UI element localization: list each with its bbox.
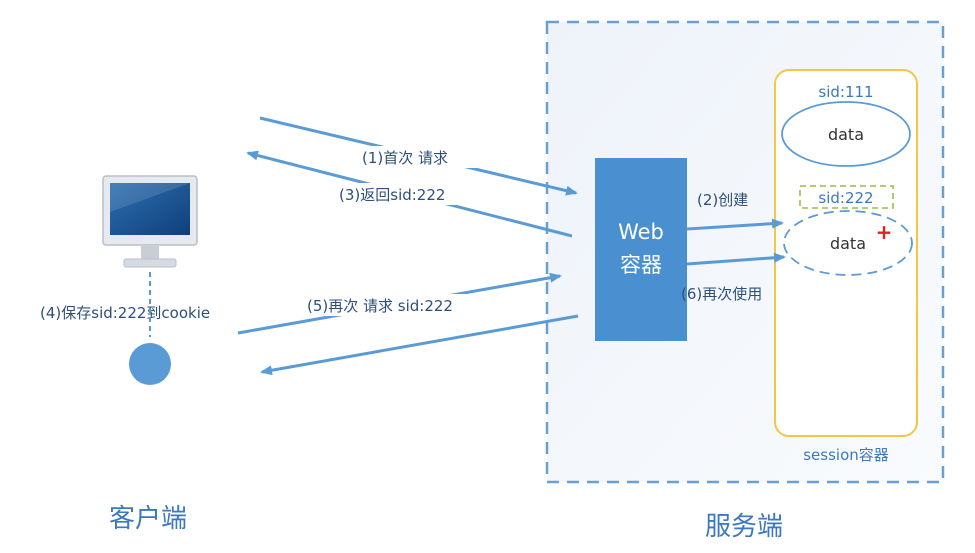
web-container-box <box>595 158 687 341</box>
step-4-label: (4)保存sid:222到cookie <box>40 304 210 322</box>
step-2-label: (2)创建 <box>697 191 748 209</box>
arrow-response <box>260 314 579 376</box>
new-session-data-oval <box>783 210 913 276</box>
label-bg <box>337 183 477 205</box>
arrow-reuse <box>686 252 786 266</box>
plus-icon: + <box>876 220 893 244</box>
client-label: 客户端 <box>109 504 187 534</box>
session-sid-111: sid:111 <box>818 83 873 101</box>
computer-icon <box>102 175 198 268</box>
session-sid-222: sid:222 <box>818 189 873 207</box>
step-5-label: (5)再次 请求 sid:222 <box>307 297 453 315</box>
server-label: 服务端 <box>705 512 783 542</box>
session-data-text: data <box>828 125 864 144</box>
new-session-data-text: data <box>830 234 866 253</box>
session-container-label: session容器 <box>803 446 889 464</box>
label-bg <box>360 146 480 168</box>
step-3-label: (3)返回sid:222 <box>339 186 445 204</box>
cookie-icon <box>129 343 171 385</box>
new-sid-box <box>799 185 894 209</box>
label-bg <box>305 294 505 316</box>
step-6-label: (6)再次使用 <box>681 285 762 303</box>
arrow-create <box>686 218 784 231</box>
web-container-line1: Web <box>618 220 664 244</box>
web-container-line2: 容器 <box>620 253 662 277</box>
session-data-oval <box>781 101 911 167</box>
step-1-label: (1)首次 请求 <box>362 149 448 167</box>
